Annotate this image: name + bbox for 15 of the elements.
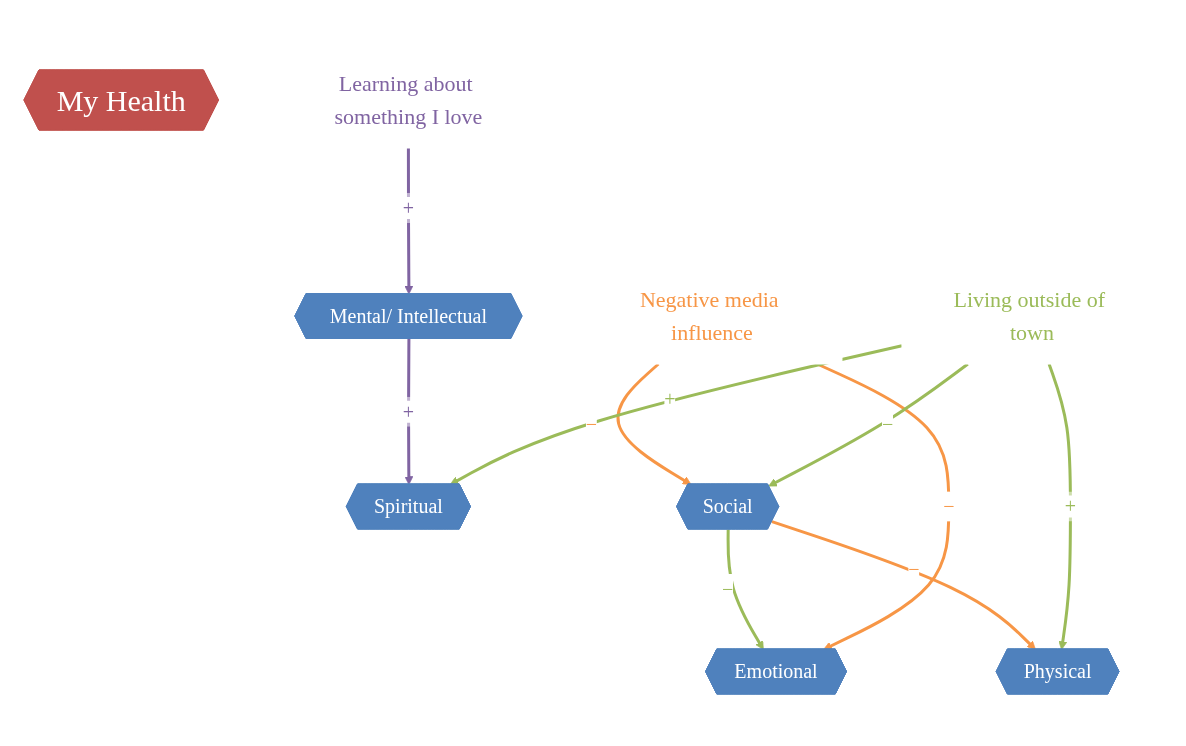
edge-label: − [585,413,598,435]
arrow [449,344,903,485]
node-text: Living outside of town [953,287,1105,345]
edge-label: + [402,197,415,219]
arrow [771,520,1036,650]
edge-label: − [943,495,955,518]
arrow [726,529,764,650]
edge-label: + [402,400,415,423]
edge-label: + [664,387,676,410]
edge-label: + [1064,495,1077,518]
node-text: Learning about something I love [334,71,483,129]
edge-label: − [722,578,734,600]
arrow [1047,363,1072,650]
edge-label: − [882,413,894,435]
edge-label: − [908,557,920,580]
